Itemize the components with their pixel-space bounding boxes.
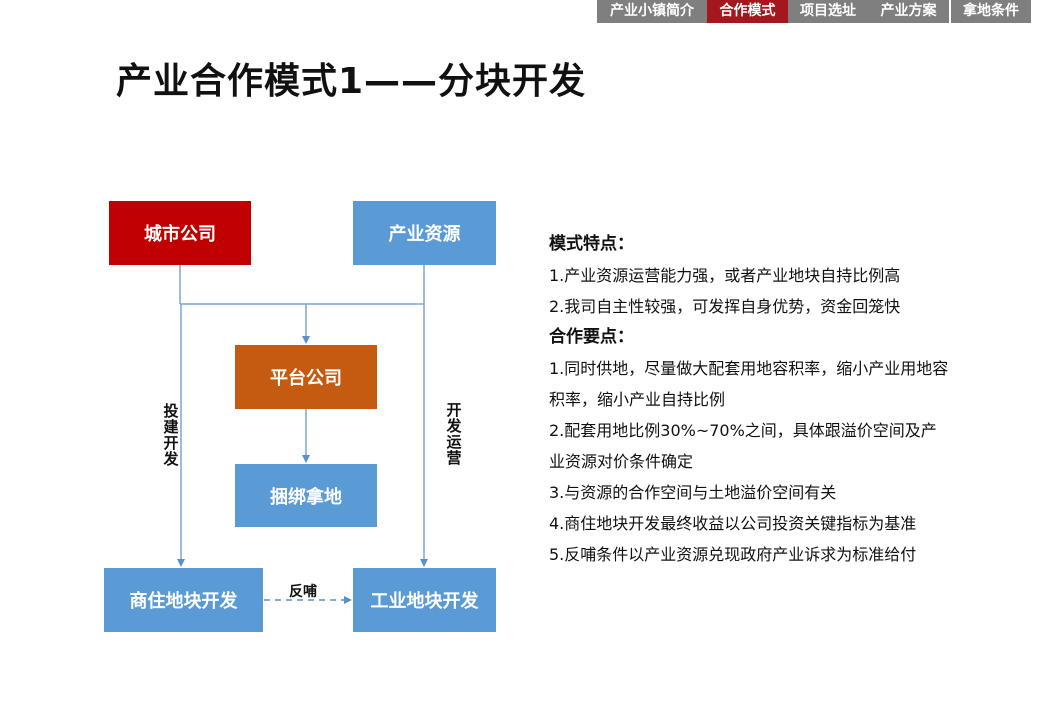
key-point-item: 4.商住地块开发最终收益以公司投资关键指标为基准 xyxy=(549,514,917,533)
node-industry-resources: 产业资源 xyxy=(353,201,496,265)
top-nav: 产业小镇简介 合作模式 项目选址 产业方案 拿地条件 xyxy=(597,0,1031,23)
tab-land-conditions[interactable]: 拿地条件 xyxy=(949,0,1031,23)
node-commercial-residential-dev: 商住地块开发 xyxy=(104,568,263,632)
label-invest-build: 投建开发 xyxy=(163,402,179,468)
features-heading: 模式特点： xyxy=(549,234,634,254)
tab-site-selection[interactable]: 项目选址 xyxy=(788,0,868,23)
flow-diagram: 城市公司 产业资源 平台公司 捆绑拿地 商住地块开发 工业地块开发 投建开发 开… xyxy=(104,201,496,632)
label-develop-operate: 开发运营 xyxy=(446,401,462,467)
description-panel: 模式特点： 1.产业资源运营能力强，或者产业地块自持比例高 2.我司自主性较强，… xyxy=(549,229,969,570)
node-platform-company: 平台公司 xyxy=(235,345,377,409)
key-point-item: 2.配套用地比例30%~70%之间，具体跟溢价空间及产业资源对价条件确定 xyxy=(549,421,937,471)
feature-item: 2.我司自主性较强，可发挥自身优势，资金回笼快 xyxy=(549,297,901,316)
node-industrial-dev: 工业地块开发 xyxy=(353,568,496,632)
key-point-item: 5.反哺条件以产业资源兑现政府产业诉求为标准给付 xyxy=(549,545,917,564)
key-point-item: 1.同时供地，尽量做大配套用地容积率，缩小产业用地容积率，缩小产业自持比例 xyxy=(549,359,949,409)
node-bundled-land: 捆绑拿地 xyxy=(235,464,377,527)
node-city-company: 城市公司 xyxy=(109,201,251,265)
key-point-item: 3.与资源的合作空间与土地溢价空间有关 xyxy=(549,483,837,502)
feature-item: 1.产业资源运营能力强，或者产业地块自持比例高 xyxy=(549,266,901,285)
label-feedback: 反哺 xyxy=(289,584,317,600)
tab-town-intro[interactable]: 产业小镇简介 xyxy=(597,0,707,23)
tab-cooperation-mode[interactable]: 合作模式 xyxy=(707,0,788,23)
page-title: 产业合作模式1——分块开发 xyxy=(116,61,587,102)
tab-industry-plan[interactable]: 产业方案 xyxy=(868,0,949,23)
key-points-heading: 合作要点： xyxy=(549,327,634,347)
